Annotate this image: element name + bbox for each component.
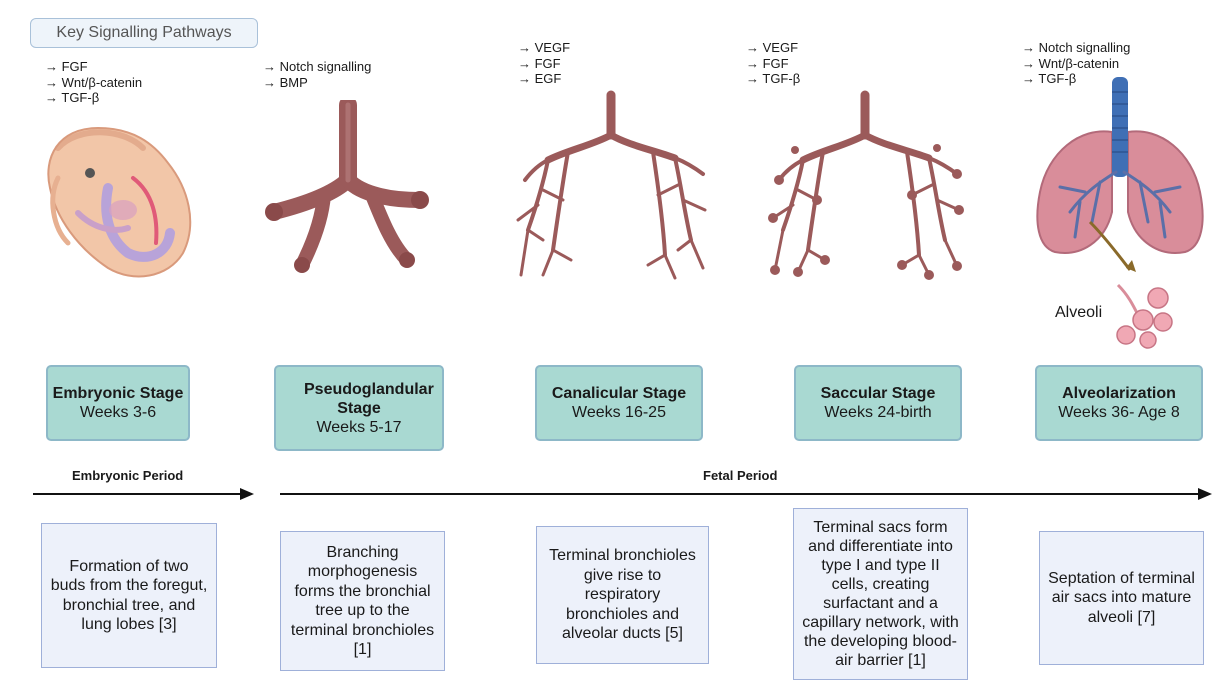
pathway-list-pseudoglandular: → Notch signalling → BMP (263, 59, 371, 90)
stage-box-canalicular: Canalicular Stage Weeks 16-25 (535, 365, 703, 441)
description-box-saccular: Terminal sacs form and differentiate int… (793, 508, 968, 680)
stage-name: Pseudoglandular Stage (304, 380, 414, 418)
description-text: Septation of terminal air sacs into matu… (1048, 569, 1195, 628)
description-text: Terminal bronchioles give rise to respir… (545, 546, 700, 644)
stage-box-alveolarization: Alveolarization Weeks 36- Age 8 (1035, 365, 1203, 441)
pathway-item: → EGF (518, 71, 570, 87)
lungs-illustration (1030, 72, 1210, 272)
pathway-list-canalicular: → VEGF → FGF → EGF (518, 40, 570, 87)
alveoli-label: Alveoli (1055, 304, 1102, 322)
alveoli-cluster-illustration (1108, 280, 1183, 350)
stage-name: Embryonic Stage (53, 384, 184, 403)
stage-box-pseudoglandular: Pseudoglandular Stage Weeks 5-17 (274, 365, 444, 451)
pathway-item: → FGF (45, 59, 142, 75)
description-text: Formation of two buds from the foregut, … (50, 557, 208, 635)
description-text: Branching morphogenesis forms the bronch… (289, 543, 436, 660)
pathway-item: → BMP (263, 75, 371, 91)
key-signalling-pathways-legend: Key Signalling Pathways (30, 18, 258, 48)
description-box-alveolarization: Septation of terminal air sacs into matu… (1039, 531, 1204, 665)
pathway-item: → Wnt/β-catenin (1022, 56, 1130, 72)
stage-weeks: Weeks 5-17 (316, 418, 401, 437)
description-box-pseudoglandular: Branching morphogenesis forms the bronch… (280, 531, 445, 671)
pathway-list-saccular: → VEGF → FGF → TGF-β (746, 40, 800, 87)
stage-name: Alveolarization (1062, 384, 1176, 403)
stage-box-saccular: Saccular Stage Weeks 24-birth (794, 365, 962, 441)
stage-weeks: Weeks 16-25 (572, 403, 666, 422)
pathway-item: → VEGF (518, 40, 570, 56)
embryonic-period-label: Embryonic Period (72, 468, 183, 483)
pathway-item: → VEGF (746, 40, 800, 56)
description-box-canalicular: Terminal bronchioles give rise to respir… (536, 526, 709, 664)
saccular-branching-illustration (765, 90, 970, 285)
description-box-embryonic: Formation of two buds from the foregut, … (41, 523, 217, 668)
stage-box-embryonic: Embryonic Stage Weeks 3-6 (46, 365, 190, 441)
pathway-item: → Notch signalling (1022, 40, 1130, 56)
stage-weeks: Weeks 3-6 (80, 403, 156, 422)
stage-weeks: Weeks 24-birth (824, 403, 931, 422)
stage-name: Saccular Stage (821, 384, 936, 403)
description-text: Terminal sacs form and differentiate int… (802, 518, 959, 670)
pathway-item: → TGF-β (746, 71, 800, 87)
pathway-list-embryonic: → FGF → Wnt/β-catenin → TGF-β (45, 59, 142, 106)
pathway-item: → Notch signalling (263, 59, 371, 75)
stage-weeks: Weeks 36- Age 8 (1058, 403, 1180, 422)
period-timeline-arrows (30, 486, 1215, 506)
pseudoglandular-airway-illustration (262, 100, 432, 280)
pathway-item: → Wnt/β-catenin (45, 75, 142, 91)
embryo-illustration (38, 118, 198, 288)
pathway-item: → FGF (746, 56, 800, 72)
stage-name: Canalicular Stage (552, 384, 686, 403)
fetal-period-label: Fetal Period (703, 468, 777, 483)
pathway-item: → TGF-β (45, 90, 142, 106)
canalicular-branching-illustration (513, 90, 713, 285)
pathway-item: → FGF (518, 56, 570, 72)
